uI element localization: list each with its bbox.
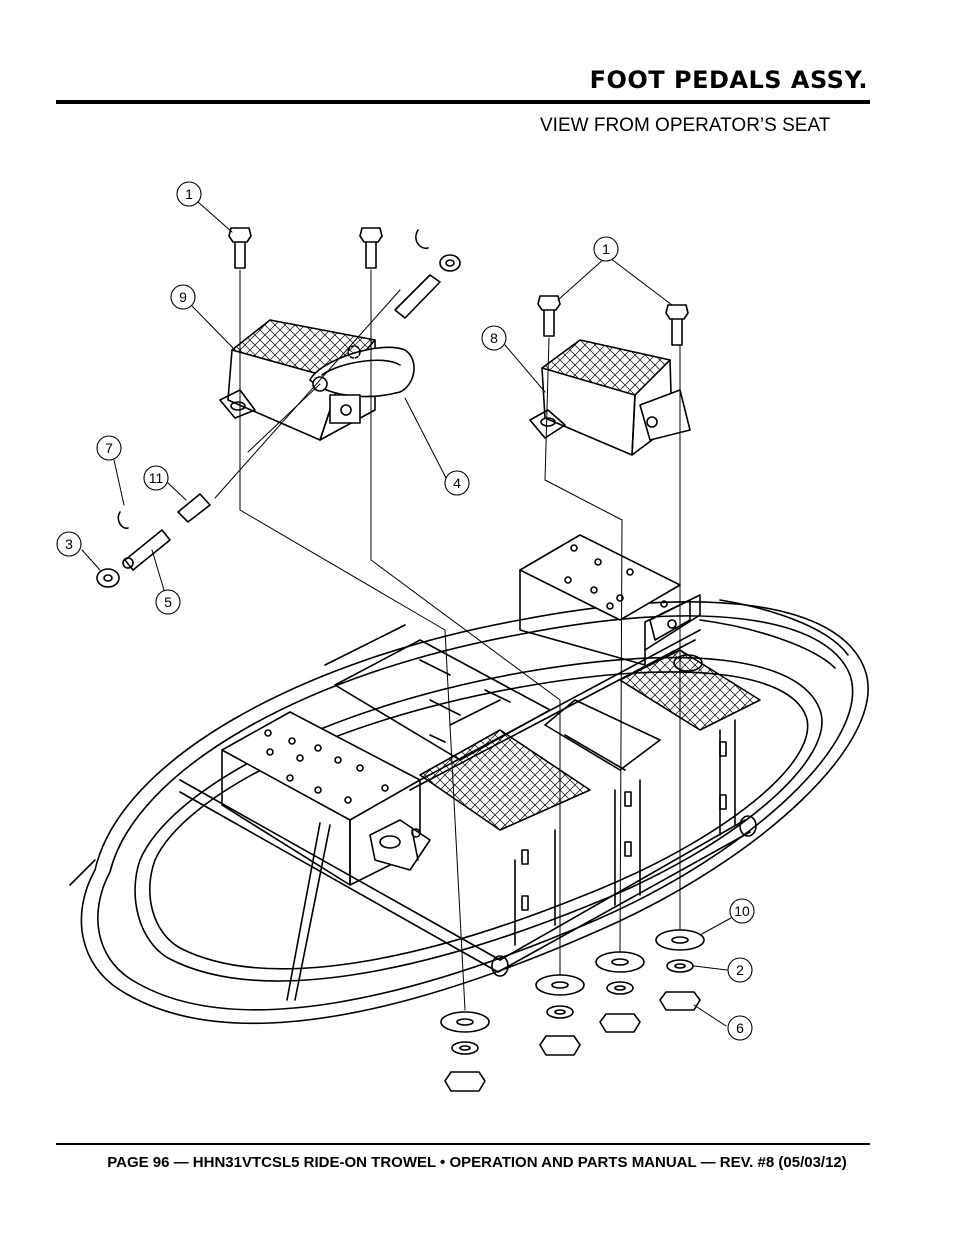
washers-and-nuts — [440, 929, 705, 1092]
callout-10: 10 — [729, 898, 755, 924]
bolts — [228, 227, 689, 346]
callout-5: 5 — [155, 589, 181, 615]
pin-assemblies — [96, 229, 461, 588]
svg-text:4: 4 — [453, 475, 461, 491]
callout-4: 4 — [444, 470, 470, 496]
svg-text:8: 8 — [490, 330, 498, 346]
svg-text:11: 11 — [149, 470, 164, 486]
svg-text:3: 3 — [65, 536, 73, 552]
frame-side-plates — [514, 719, 736, 946]
callout-1a: 1 — [176, 181, 202, 207]
view-label: VIEW FROM OPERATOR’S SEAT — [540, 115, 831, 136]
frame-outer-ring — [80, 599, 869, 1025]
footer-rule — [56, 1143, 870, 1145]
leader-lines — [81, 201, 732, 1027]
header-rule — [56, 100, 870, 104]
svg-text:9: 9 — [179, 289, 187, 305]
svg-text:1: 1 — [602, 241, 610, 257]
callout-3: 3 — [56, 531, 82, 557]
foot-rest-grids — [419, 649, 761, 831]
svg-text:5: 5 — [164, 594, 172, 610]
svg-text:7: 7 — [105, 440, 113, 456]
callout-7: 7 — [96, 435, 122, 461]
callout-1b: 1 — [593, 236, 619, 262]
callout-8: 8 — [481, 325, 507, 351]
assembly-lines — [214, 269, 681, 1011]
svg-text:10: 10 — [734, 903, 750, 919]
page-footer: PAGE 96 — HHN31VTCSL5 RIDE-ON TROWEL • O… — [107, 1154, 847, 1171]
callout-2: 2 — [727, 957, 753, 983]
callout-11: 11 — [143, 465, 169, 491]
right-pedal-housing — [529, 339, 691, 456]
right-mount-block — [519, 534, 703, 672]
floor-plate — [324, 624, 551, 761]
svg-text:6: 6 — [736, 1020, 744, 1036]
callout-9: 9 — [170, 284, 196, 310]
svg-text:2: 2 — [736, 962, 744, 978]
svg-text:1: 1 — [185, 186, 193, 202]
left-mount-block — [221, 711, 431, 886]
callout-6: 6 — [727, 1015, 753, 1041]
page-title: FOOT PEDALS ASSY. — [589, 66, 868, 94]
